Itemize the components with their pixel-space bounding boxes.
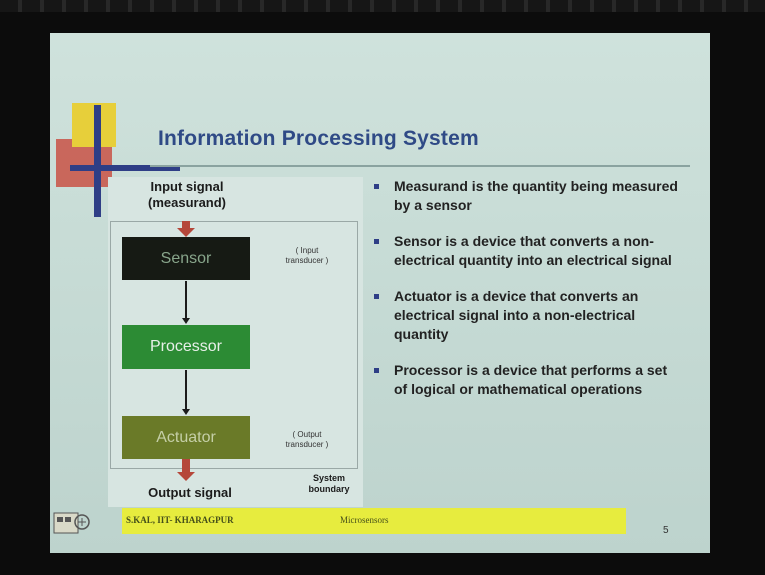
sensor-to-processor-arrow [182, 281, 190, 324]
bullet-text: is a device that converts a non-electric… [394, 233, 672, 268]
output-transducer-note: ( Output transducer ) [272, 430, 342, 450]
system-boundary-frame [110, 221, 358, 469]
footer-author: S.KAL, IIT- KHARAGPUR [126, 515, 234, 525]
bullet-term: Sensor [394, 233, 442, 249]
system-boundary-text: System boundary [308, 473, 350, 494]
actuator-label: Actuator [156, 428, 216, 446]
square-bullet-icon [374, 184, 379, 189]
footer-course: Microsensors [340, 515, 389, 525]
system-boundary-label: System boundary [294, 473, 364, 495]
input-arrow [177, 221, 195, 237]
input-signal-text: Input signal (measurand) [147, 179, 227, 210]
title-underline [150, 165, 690, 167]
processor-box: Processor [122, 325, 250, 369]
square-bullet-icon [374, 239, 379, 244]
square-bullet-icon [374, 294, 379, 299]
footer-bar [122, 508, 626, 534]
square-bullet-icon [374, 368, 379, 373]
bullet-actuator: Actuator is a device that converts an el… [368, 287, 678, 344]
sensor-box: Sensor [122, 237, 250, 280]
input-transducer-text: ( Input transducer ) [285, 246, 329, 265]
bullet-term: Processor [394, 362, 463, 378]
input-signal-label: Input signal (measurand) [122, 179, 252, 211]
actuator-box: Actuator [122, 416, 250, 459]
processor-to-actuator-arrow [182, 370, 190, 415]
bullet-term: Measurand [394, 178, 468, 194]
slide-title: Information Processing System [158, 127, 479, 150]
output-transducer-text: ( Output transducer ) [285, 430, 329, 449]
bullet-processor: Processor is a device that performs a se… [368, 361, 678, 399]
output-arrow [177, 459, 195, 481]
bullet-text: is the quantity being measured by a sens… [394, 178, 678, 213]
top-strip [0, 0, 765, 12]
slide: Information Processing System Input sign… [50, 33, 710, 553]
decor-red-block [56, 139, 112, 187]
processor-label: Processor [149, 338, 223, 355]
decor-blue-horizontal-bar [70, 165, 180, 171]
bullet-term: Actuator [394, 288, 452, 304]
page-number: 5 [663, 525, 669, 536]
bullet-text: is a device that performs a set of logic… [394, 362, 668, 397]
bullet-measurand: Measurand is the quantity being measured… [368, 177, 678, 215]
institute-logo-icon [53, 512, 90, 534]
decor-blue-vertical-bar [94, 105, 101, 217]
sensor-label: Sensor [160, 249, 212, 267]
bullet-text: is a device that converts an electrical … [394, 288, 639, 342]
input-transducer-note: ( Input transducer ) [272, 246, 342, 266]
output-signal-label: Output signal [148, 485, 232, 500]
bullet-sensor: Sensor is a device that converts a non-e… [368, 232, 678, 270]
definition-list: Measurand is the quantity being measured… [368, 177, 678, 416]
